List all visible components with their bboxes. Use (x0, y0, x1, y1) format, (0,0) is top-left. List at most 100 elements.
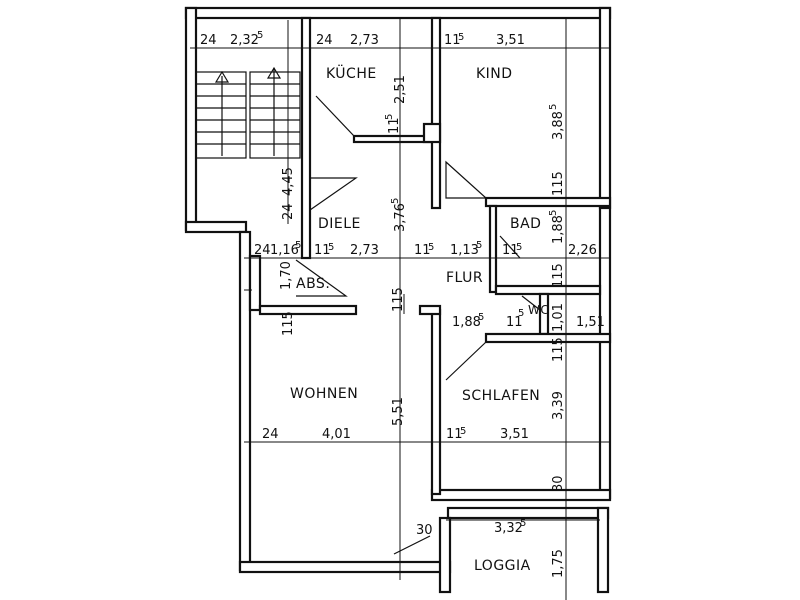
kitchen-pillar (422, 122, 442, 144)
dim-flur-v-115a: 115 (391, 287, 406, 312)
loggia-top-wall (446, 506, 610, 520)
right-wall-upper (598, 6, 612, 210)
dim-diele-v-376-sup: 5 (390, 198, 401, 204)
loggia-right-wall (596, 506, 610, 594)
room-kueche: KÜCHE (326, 64, 377, 82)
dim-row3-11-sup: 5 (460, 426, 466, 437)
inner-walls (248, 16, 612, 496)
dim-top-kind-11: 11 (444, 33, 461, 48)
room-loggia: LOGGIA (474, 558, 531, 574)
dim-top-kind-351: 3,51 (496, 33, 525, 48)
dim-row3-11: 11 (446, 427, 463, 442)
dim-row2-11a: 11 (314, 243, 331, 258)
dim-row2-11a-sup: 5 (328, 242, 334, 253)
stair-run-left (195, 71, 247, 159)
dim-wc-v-101: 1,01 (551, 303, 566, 332)
living-left-wall (238, 230, 252, 572)
kind-bottom-wall (484, 196, 612, 208)
dim-row2-24: 24 (254, 243, 271, 258)
dim-row3-401: 4,01 (322, 427, 351, 442)
right-wall-middle (598, 206, 612, 500)
top-wall (184, 6, 612, 20)
dim-row2-226: 2,26 (568, 243, 597, 258)
stair-steps (196, 83, 300, 145)
door-swings (295, 95, 541, 555)
dim-row3-351: 3,51 (500, 427, 529, 442)
dim-bad-v-188-sup: 5 (548, 210, 559, 216)
dim-loggia-332-sup: 5 (520, 518, 526, 529)
dim-row2-116: 1,16 (270, 243, 299, 258)
dim-top-stair-232: 2,32 (230, 33, 259, 48)
dim-kind-v-388-sup: 5 (548, 104, 559, 110)
schlafen-door (445, 341, 487, 381)
stair-kitchen-wall (300, 16, 312, 260)
dim-kind-v-388: 3,88 (551, 111, 566, 140)
dim-row2-11c-sup: 5 (516, 242, 522, 253)
dim-row2-11b-sup: 5 (428, 242, 434, 253)
room-diele: DIELE (318, 216, 361, 232)
outer-walls (184, 6, 612, 594)
dim-wc-h-11: 11 (506, 315, 523, 330)
bad-door (499, 235, 521, 259)
dim-loggia-332: 3,32 (494, 521, 523, 536)
room-labels: KÜCHE KIND DIELE BAD FLUR ABS. WC WOHNEN… (290, 64, 549, 574)
dim-schlafen-v-115: 115 (551, 337, 566, 362)
kind-door (445, 160, 488, 199)
room-kind: KIND (476, 66, 513, 82)
abs-door (295, 259, 348, 297)
dim-stair-v-24: 24 (281, 203, 296, 220)
dim-row2-273: 2,73 (350, 243, 379, 258)
bad-bottom-wall (494, 284, 602, 296)
dimension-lines (190, 18, 610, 600)
dim-loggia-v-175: 1,75 (551, 549, 566, 578)
dim-bad-v-188: 1,88 (551, 215, 566, 244)
dim-wc-h-188-sup: 5 (478, 312, 484, 323)
dim-wc-h-11-sup: 5 (518, 308, 524, 319)
dim-kueche-v-11-sup: 5 (384, 114, 395, 120)
kitchen-bottom-wall (352, 134, 434, 144)
living-bottom-wall (238, 560, 452, 574)
diele-door (309, 177, 358, 211)
dim-kind-v-115: 115 (551, 171, 566, 196)
dim-row2-113-sup: 5 (476, 240, 482, 251)
flur-pillar (418, 304, 442, 316)
dim-row2-113: 1,13 (450, 243, 479, 258)
staircase (195, 66, 301, 159)
schlafen-bottom-wall (430, 488, 612, 502)
dim-row2-11b: 11 (414, 243, 431, 258)
dim-wc-h-151: 1,51 (576, 315, 605, 330)
room-wc: WC (528, 303, 549, 317)
abs-left-wall (248, 254, 262, 312)
dim-schlafen-v-339: 3,39 (551, 391, 566, 420)
wc-door (521, 295, 541, 311)
room-flur: FLUR (446, 270, 483, 286)
dim-flur-v-115b: 115 (551, 263, 566, 288)
room-bad: BAD (510, 216, 541, 232)
dim-wohnen-v-115: 115 (281, 311, 296, 336)
dim-row2-11c: 11 (502, 243, 519, 258)
dim-diele-v-376: 3,76 (393, 203, 408, 232)
dim-top-kind-11-sup: 5 (458, 32, 464, 43)
bad-left-wall (488, 204, 498, 294)
kitchen-door (315, 95, 355, 137)
loggia-left-wall (438, 516, 452, 594)
stair-arrows (214, 66, 282, 156)
dim-abs-v-170: 1,70 (279, 261, 294, 290)
dim-top-kueche-24: 24 (316, 33, 333, 48)
living-schlafen-wall (430, 308, 442, 496)
dim-schlafen-v-30: 30 (551, 475, 566, 492)
dim-top-stair-232-sup: 5 (257, 30, 263, 41)
room-wohnen: WOHNEN (290, 386, 358, 402)
kitchen-kind-wall (430, 16, 442, 210)
abs-bottom-wall (258, 304, 358, 316)
dimension-labels: 24 2,32 5 24 2,73 11 5 3,51 2,51 11 5 3,… (200, 30, 605, 578)
stair-bottom-wall (184, 220, 248, 234)
stair-left-wall (184, 6, 198, 232)
stair-run-right (249, 71, 301, 159)
dim-top-stair-24: 24 (200, 33, 217, 48)
dim-loggia-30: 30 (416, 523, 433, 538)
room-abs: ABS. (296, 276, 330, 292)
dim-row2-116-sup: 5 (295, 240, 301, 251)
dim-wc-h-188: 1,88 (452, 315, 481, 330)
